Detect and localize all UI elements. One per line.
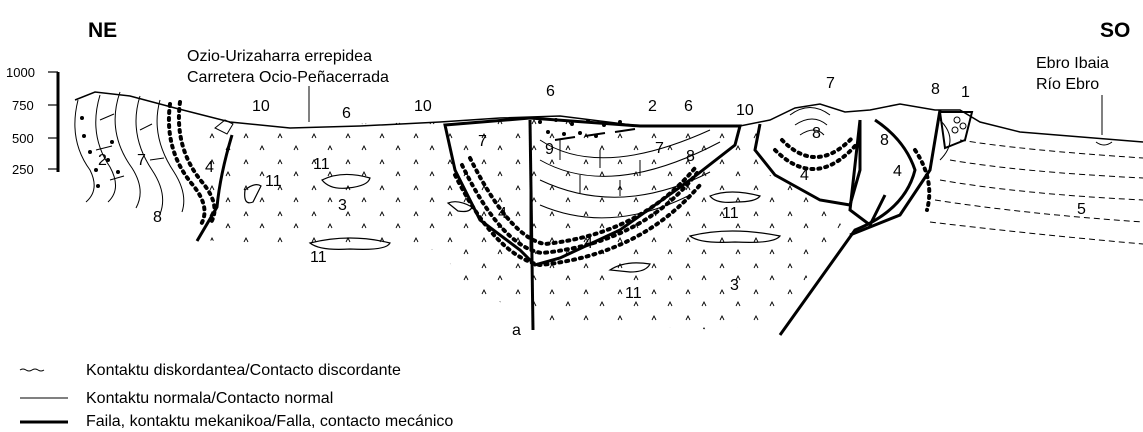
unit-5-layers xyxy=(930,140,1143,244)
fault-a-label: a xyxy=(512,322,521,339)
unit-label-3-right: 3 xyxy=(730,277,739,294)
unit-label-5: 5 xyxy=(1077,201,1086,218)
unit-label-8-anticline: 8 xyxy=(812,125,821,142)
unit-label-8-right: 8 xyxy=(880,132,889,149)
elevation-scale: 1000 750 500 250 xyxy=(6,65,58,177)
unit-label-10-right: 10 xyxy=(736,102,754,119)
unit-label-11-b: 11 xyxy=(313,156,330,173)
unit-label-4-far-right: 4 xyxy=(893,163,902,180)
unit-label-2-center: 2 xyxy=(648,98,657,115)
elevation-tick-250: 250 xyxy=(12,162,34,177)
legend-normal-label: Kontaktu normala/Contacto normal xyxy=(86,390,333,407)
unit-label-1: 1 xyxy=(961,84,970,101)
ne-unit-4-band xyxy=(169,104,205,226)
unit-label-8-top: 8 xyxy=(931,81,940,98)
unit-label-4-right: 4 xyxy=(800,167,809,184)
unit-label-11-e: 11 xyxy=(625,285,642,302)
unit-label-4-center: 4 xyxy=(584,235,593,252)
unit-label-7-center-left: 7 xyxy=(478,133,487,150)
unit-label-9: 9 xyxy=(545,141,554,158)
legend-fault-label: Faila, kontaktu mekanikoa/Falla, contact… xyxy=(86,413,453,430)
unit-label-6-left: 6 xyxy=(342,105,351,122)
unit-label-4-ne: 4 xyxy=(205,159,214,176)
unit-label-7-center: 7 xyxy=(655,140,664,157)
road-label-spanish: Carretera Ocio-Peñacerrada xyxy=(187,69,389,86)
road-label-basque: Ozio-Urizaharra errepidea xyxy=(187,48,372,65)
unit-label-2-ne: 2 xyxy=(98,152,107,169)
elevation-tick-750: 750 xyxy=(12,98,34,113)
legend-discordant-label: Kontaktu diskordantea/Contacto discordan… xyxy=(86,362,401,379)
unit-label-4-center-left: 4 xyxy=(498,205,507,222)
unit-3-evaporite-fill xyxy=(200,118,850,330)
direction-ne-label: NE xyxy=(88,19,117,42)
unit-label-11-d: 11 xyxy=(722,205,739,222)
unit-label-10-center: 10 xyxy=(414,98,432,115)
unit-label-11-c: 11 xyxy=(310,249,327,266)
unit-label-8-ne: 8 xyxy=(153,209,162,226)
river-label-basque: Ebro Ibaia xyxy=(1036,55,1109,72)
unit-label-6-right: 6 xyxy=(684,98,693,115)
legend: Kontaktu diskordantea/Contacto discordan… xyxy=(20,362,453,430)
unit-label-6-center: 6 xyxy=(546,83,555,100)
unit-1-pebbles xyxy=(952,117,966,133)
unit-label-7-right: 7 xyxy=(826,75,835,92)
river-channel xyxy=(1096,142,1112,145)
elevation-tick-500: 500 xyxy=(12,131,34,146)
unit-label-10-left: 10 xyxy=(252,98,270,115)
elevation-tick-1000: 1000 xyxy=(6,65,35,80)
unit-label-3-left: 3 xyxy=(338,197,347,214)
legend-discordant-symbol xyxy=(20,369,44,371)
unit-label-11-a: 11 xyxy=(265,173,282,190)
unit-label-8-center: 8 xyxy=(686,148,695,165)
right-anticline-core xyxy=(790,108,830,136)
direction-so-label: SO xyxy=(1100,19,1130,42)
unit-label-7-ne: 7 xyxy=(137,152,146,169)
river-label-spanish: Río Ebro xyxy=(1036,76,1099,93)
